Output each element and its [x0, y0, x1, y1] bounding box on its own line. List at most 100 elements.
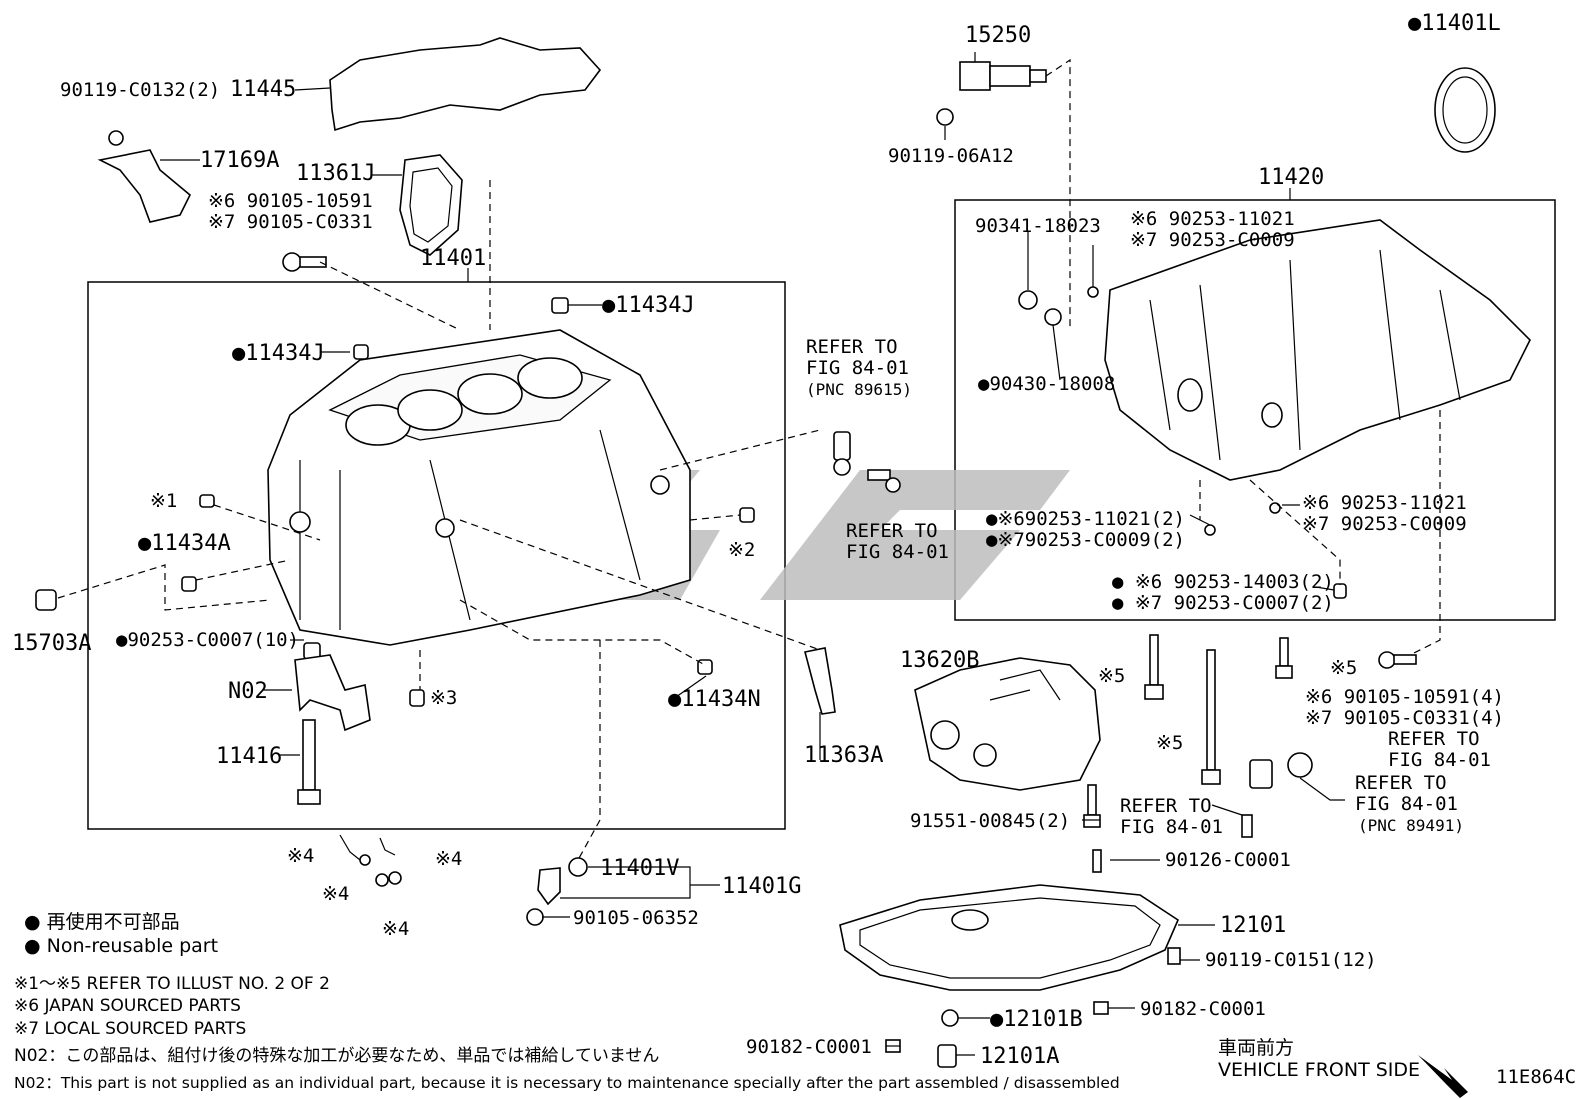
bolt-90105-06352[interactable] [526, 908, 544, 926]
bolt-90119-C0132[interactable] [108, 130, 124, 146]
bolt-90119-06A12[interactable] [936, 108, 954, 126]
bolt-91551-00845[interactable] [1083, 784, 1101, 828]
label-11401[interactable]: 11401 [420, 246, 486, 271]
label-refer-a-1[interactable]: REFER TO [806, 336, 898, 358]
label-ref5-a[interactable]: ※5 [1098, 665, 1125, 687]
gasket-11361J[interactable] [399, 154, 463, 256]
label-90126-C0001[interactable]: 90126-C0001 [1165, 849, 1291, 871]
clamp-ref4-parts[interactable] [339, 834, 402, 887]
label-90253-11021-right[interactable]: ※6 90253-11021 [1302, 492, 1467, 514]
label-12101B[interactable]: ●12101B [990, 1007, 1083, 1032]
label-refer-e-1[interactable]: REFER TO [1120, 795, 1212, 817]
plug-90253-11021-top[interactable] [1087, 286, 1099, 298]
pin-11434J-top[interactable] [551, 297, 569, 314]
o-ring-11401V[interactable] [568, 857, 588, 877]
bolt-90119-C0151[interactable] [1167, 947, 1181, 965]
label-90105-10591[interactable]: ※6 90105-10591 [208, 190, 373, 212]
label-15703A[interactable]: 15703A [12, 631, 91, 656]
label-17169A[interactable]: 17169A [200, 148, 279, 173]
plug-90253-14003[interactable] [1333, 583, 1347, 599]
label-12101A[interactable]: 12101A [980, 1044, 1059, 1069]
oil-control-valve-15250[interactable] [959, 61, 1047, 91]
pin-11434A[interactable] [181, 576, 197, 592]
plug-90253-11021-2[interactable] [1204, 524, 1216, 536]
stud-90126-C0001[interactable] [1092, 849, 1102, 873]
label-90253-C0009-top[interactable]: ※7 90253-C0009 [1130, 229, 1295, 251]
oil-seal-11401L[interactable] [1434, 67, 1496, 153]
label-11363A[interactable]: 11363A [804, 743, 883, 768]
label-90341-18023[interactable]: 90341-18023 [975, 215, 1101, 237]
knock-sensor-ref[interactable] [833, 431, 901, 493]
pin-11434J-left[interactable] [353, 344, 369, 360]
label-12101[interactable]: 12101 [1220, 913, 1286, 938]
bolt-ref5-b[interactable] [1201, 649, 1221, 785]
bolt-90105-10591-4[interactable] [1378, 651, 1417, 669]
pipe-11363A[interactable] [804, 647, 836, 715]
label-ref2[interactable]: ※2 [728, 539, 755, 561]
label-90182-C0001-left[interactable]: 90182-C0001 [746, 1036, 872, 1058]
drain-plug-90182-right[interactable] [1093, 1001, 1109, 1015]
label-refer-d-2[interactable]: FIG 84-01 [1355, 793, 1458, 815]
bolt-ref5-a[interactable] [1144, 634, 1164, 700]
label-11434A[interactable]: ●11434A [138, 531, 231, 556]
label-ref5-b[interactable]: ※5 [1156, 732, 1183, 754]
heat-insulator-11445[interactable] [329, 37, 602, 132]
label-ref5-c[interactable]: ※5 [1330, 657, 1357, 679]
bearing-cap-N02[interactable] [294, 654, 371, 732]
bolt-ref5-c[interactable] [1275, 637, 1293, 679]
bolt-11416[interactable] [297, 719, 321, 805]
bolt-90105-10591[interactable] [282, 252, 327, 272]
label-90105-C0331[interactable]: ※7 90105-C0331 [208, 211, 373, 233]
oil-pan-12101[interactable] [839, 884, 1180, 991]
label-90253-C0009-2[interactable]: ●※790253-C0009(2) [986, 529, 1185, 551]
label-refer-a-2[interactable]: FIG 84-01 [806, 357, 909, 379]
plug-90341-18023[interactable] [1018, 290, 1038, 310]
pin-ref3[interactable] [409, 689, 425, 707]
label-refer-e-2[interactable]: FIG 84-01 [1120, 816, 1223, 838]
label-11361J[interactable]: 11361J [296, 161, 375, 186]
label-90105-10591-4[interactable]: ※6 90105-10591(4) [1305, 686, 1504, 708]
label-refer-a-3[interactable]: (PNC 89615) [806, 380, 912, 399]
label-90430-18008[interactable]: ●90430-18008 [978, 373, 1115, 395]
label-ref3[interactable]: ※3 [430, 687, 457, 709]
label-13620B[interactable]: 13620B [900, 648, 979, 673]
label-ref4-a[interactable]: ※4 [287, 845, 314, 867]
sensor-refer-84-01-e[interactable] [1241, 814, 1253, 838]
label-90253-11021-2[interactable]: ●※690253-11021(2) [986, 508, 1185, 530]
label-11416[interactable]: 11416 [216, 744, 282, 769]
cylinder-block-11401[interactable] [267, 329, 691, 646]
label-ref4-d[interactable]: ※4 [382, 918, 409, 940]
plug-90253-11021-right[interactable] [1269, 502, 1281, 514]
label-refer-d-3[interactable]: (PNC 89491) [1358, 816, 1464, 835]
label-15250[interactable]: 15250 [965, 23, 1031, 48]
label-91551-00845[interactable]: 91551-00845(2) [910, 810, 1070, 832]
label-refer-b-2[interactable]: FIG 84-01 [846, 541, 949, 563]
bracket-17169A[interactable] [97, 149, 191, 223]
oil-pressure-switch-ref[interactable] [1249, 752, 1313, 789]
label-refer-b-1[interactable]: REFER TO [846, 520, 938, 542]
label-refer-c-1[interactable]: REFER TO [1388, 728, 1480, 750]
drain-plug-12101A[interactable] [937, 1044, 957, 1068]
label-90253-C0007-2[interactable]: ● ※7 90253-C0007(2) [1112, 592, 1334, 614]
gasket-12101B[interactable] [941, 1009, 959, 1027]
label-refer-d-1[interactable]: REFER TO [1355, 772, 1447, 794]
label-11434N[interactable]: ●11434N [668, 687, 761, 712]
label-ref1[interactable]: ※1 [150, 490, 177, 512]
label-90253-11021-top[interactable]: ※6 90253-11021 [1130, 208, 1295, 230]
label-11434J-left[interactable]: ●11434J [232, 341, 325, 366]
oil-pump-13620B[interactable] [914, 657, 1101, 791]
pin-ref1[interactable] [199, 494, 215, 508]
label-90119-C0151[interactable]: 90119-C0151(12) [1205, 949, 1377, 971]
label-11434J-top[interactable]: ●11434J [602, 293, 695, 318]
label-90253-14003-2[interactable]: ● ※6 90253-14003(2) [1112, 571, 1334, 593]
label-90119-C0132[interactable]: 90119-C0132(2) [60, 79, 220, 101]
label-11401V[interactable]: 11401V [600, 856, 679, 881]
pin-ref2[interactable] [739, 507, 755, 523]
label-90119-06A12[interactable]: 90119-06A12 [888, 145, 1014, 167]
label-90253-C0009-right[interactable]: ※7 90253-C0009 [1302, 513, 1467, 535]
plug-15703A[interactable] [35, 589, 57, 611]
gasket-90430-18008[interactable] [1044, 308, 1062, 326]
label-11401G[interactable]: 11401G [722, 874, 801, 899]
crankcase-11420[interactable] [1104, 219, 1531, 481]
label-90253-C0007-10[interactable]: ●90253-C0007(10) [116, 629, 299, 651]
